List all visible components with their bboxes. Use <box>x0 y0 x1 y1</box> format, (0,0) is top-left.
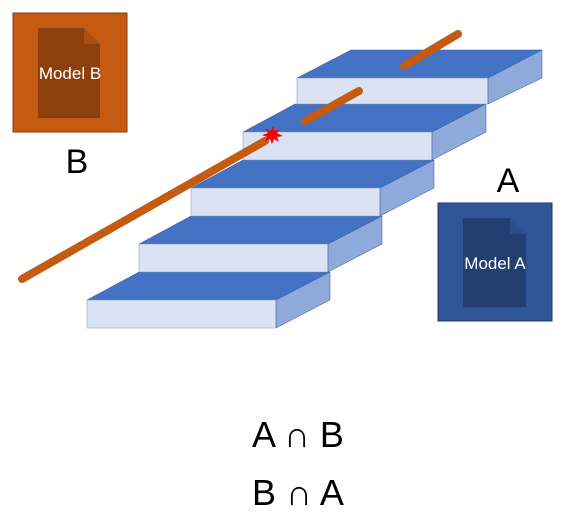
model-a-label: Model A <box>464 254 526 273</box>
step-1 <box>86 271 331 329</box>
step-3 <box>190 159 435 217</box>
model-a-box: Model A <box>437 202 553 322</box>
model-b-label: Model B <box>39 64 101 83</box>
collision-star-icon <box>262 126 283 144</box>
rod <box>18 30 462 283</box>
document-icon <box>38 28 100 118</box>
rod-upper-segment <box>400 30 462 70</box>
formula-line-2: B ∩ A <box>252 472 344 513</box>
step-2 <box>138 215 383 273</box>
model-b-letter: B <box>66 143 89 181</box>
model-a-letter: A <box>497 162 520 200</box>
document-fold-icon <box>510 218 526 234</box>
document-fold-icon <box>84 28 100 44</box>
model-b-box: Model B <box>12 12 128 133</box>
rod-lower-segment <box>18 137 269 283</box>
step-5 <box>296 49 543 105</box>
rod-middle-segment <box>301 87 363 125</box>
step-4 <box>242 103 487 161</box>
staircase <box>86 49 543 329</box>
formula-line-1: A ∩ B <box>252 414 344 455</box>
document-icon <box>463 218 526 307</box>
